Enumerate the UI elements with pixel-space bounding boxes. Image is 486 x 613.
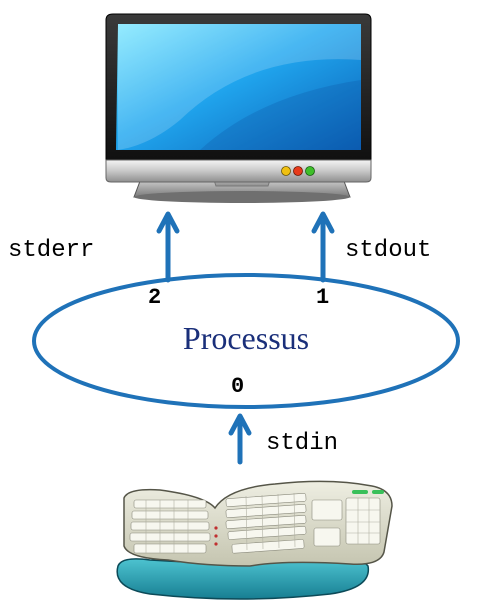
stdout-arrow (311, 211, 335, 283)
stdin-fd-number: 0 (231, 374, 244, 399)
stderr-label: stderr (8, 237, 94, 264)
process-label: Processus (183, 320, 309, 356)
monitor-icon (105, 13, 372, 203)
stderr-fd-number: 2 (148, 285, 161, 310)
stderr-arrow (156, 211, 180, 283)
stdin-label: stdin (266, 430, 338, 457)
stdout-label: stdout (345, 237, 431, 264)
keyboard-icon (116, 480, 393, 600)
stdout-fd-number: 1 (316, 285, 329, 310)
process-ellipse (32, 273, 460, 409)
stdin-arrow (228, 413, 252, 465)
